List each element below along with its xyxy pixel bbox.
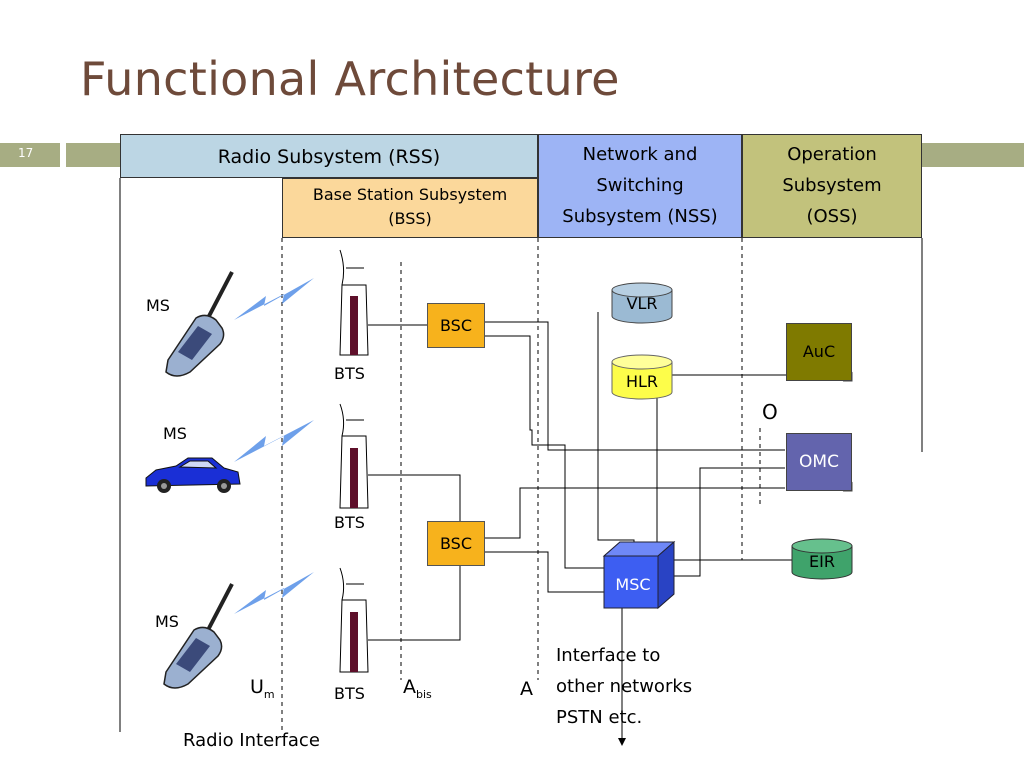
auc-box: AuC	[786, 323, 852, 381]
band-left	[66, 143, 120, 167]
msc-label: MSC	[615, 575, 650, 594]
bss-header-line-2: (BSS)	[388, 209, 432, 228]
radio-link-icon-1	[234, 278, 314, 320]
mobile-phone-icon-1	[165, 271, 234, 377]
other-networks-line-1: Interface to	[556, 645, 661, 666]
bts3-bsc2-link	[368, 566, 461, 641]
bsc2-msc-link	[485, 551, 612, 593]
bsc1-omc-link	[485, 321, 785, 451]
um-interface-label: Um	[250, 676, 275, 701]
ms-label-1: MS	[146, 296, 170, 315]
column-boundaries	[119, 178, 923, 732]
radio-interface-label: Radio Interface	[183, 730, 320, 751]
nss-header-line-3: Subsystem (NSS)	[562, 206, 718, 227]
nss-header-line-2: Switching	[596, 175, 684, 196]
bts2-bsc2-link	[368, 474, 461, 521]
hlr-label: HLR	[626, 372, 658, 391]
bsc-box-1: BSC	[427, 303, 485, 348]
bts-tower-1	[339, 249, 369, 356]
radio-link-icon-3	[234, 572, 314, 614]
omc-box: OMC	[786, 433, 852, 491]
eir-cylinder	[791, 538, 853, 580]
slide-number: 17	[18, 146, 34, 160]
mobile-phone-icon-2	[163, 583, 234, 689]
vlr-cylinder	[611, 282, 673, 324]
other-networks-line-2: other networks	[556, 676, 693, 697]
vlr-label: VLR	[627, 294, 658, 313]
abis-main: A	[403, 676, 416, 698]
abis-interface-label: Abis	[403, 676, 432, 701]
nss-header: Network and Switching Subsystem (NSS)	[538, 134, 742, 238]
abis-sub: bis	[416, 687, 432, 701]
ms-label-3: MS	[155, 612, 179, 631]
vlr-msc-link	[597, 312, 635, 548]
rss-header: Radio Subsystem (RSS)	[120, 134, 538, 178]
eir-label: EIR	[809, 552, 835, 571]
hlr-cylinder	[611, 354, 673, 400]
band-right	[922, 143, 1024, 167]
oss-header: Operation Subsystem (OSS)	[742, 134, 922, 238]
nss-header-line-1: Network and	[582, 144, 698, 165]
bts-label-2: BTS	[334, 513, 365, 532]
connections	[368, 312, 792, 746]
bts-label-3: BTS	[334, 684, 365, 703]
a-interface-label: A	[520, 678, 533, 700]
um-main: U	[250, 676, 264, 698]
o-interface-label: O	[762, 400, 778, 424]
other-networks-label: Interface to other networks PSTN etc.	[556, 640, 692, 733]
bts-tower-2	[339, 403, 369, 509]
bss-header-line-1: Base Station Subsystem	[312, 185, 508, 204]
radio-link-icon-2	[234, 420, 314, 462]
oss-header-line-2: Subsystem	[782, 175, 882, 196]
bsc-box-2: BSC	[427, 521, 485, 566]
bts-label-1: BTS	[334, 364, 365, 383]
bss-header: Base Station Subsystem (BSS)	[282, 178, 538, 238]
other-networks-line-3: PSTN etc.	[556, 707, 643, 728]
bts-tower-3	[339, 567, 369, 673]
car-icon	[145, 457, 241, 493]
msc-omc-link	[674, 467, 785, 577]
rss-header-text: Radio Subsystem (RSS)	[217, 146, 441, 168]
oss-header-line-1: Operation	[787, 144, 877, 165]
slide-number-box: 17	[0, 143, 60, 167]
ms-label-2: MS	[163, 424, 187, 443]
bsc2-omc-link	[485, 487, 785, 539]
oss-header-line-3: (OSS)	[806, 206, 858, 227]
msc-box	[602, 540, 676, 610]
bsc1-msc-link	[485, 335, 612, 569]
slide-title: Functional Architecture	[80, 52, 620, 106]
um-sub: m	[263, 687, 275, 701]
